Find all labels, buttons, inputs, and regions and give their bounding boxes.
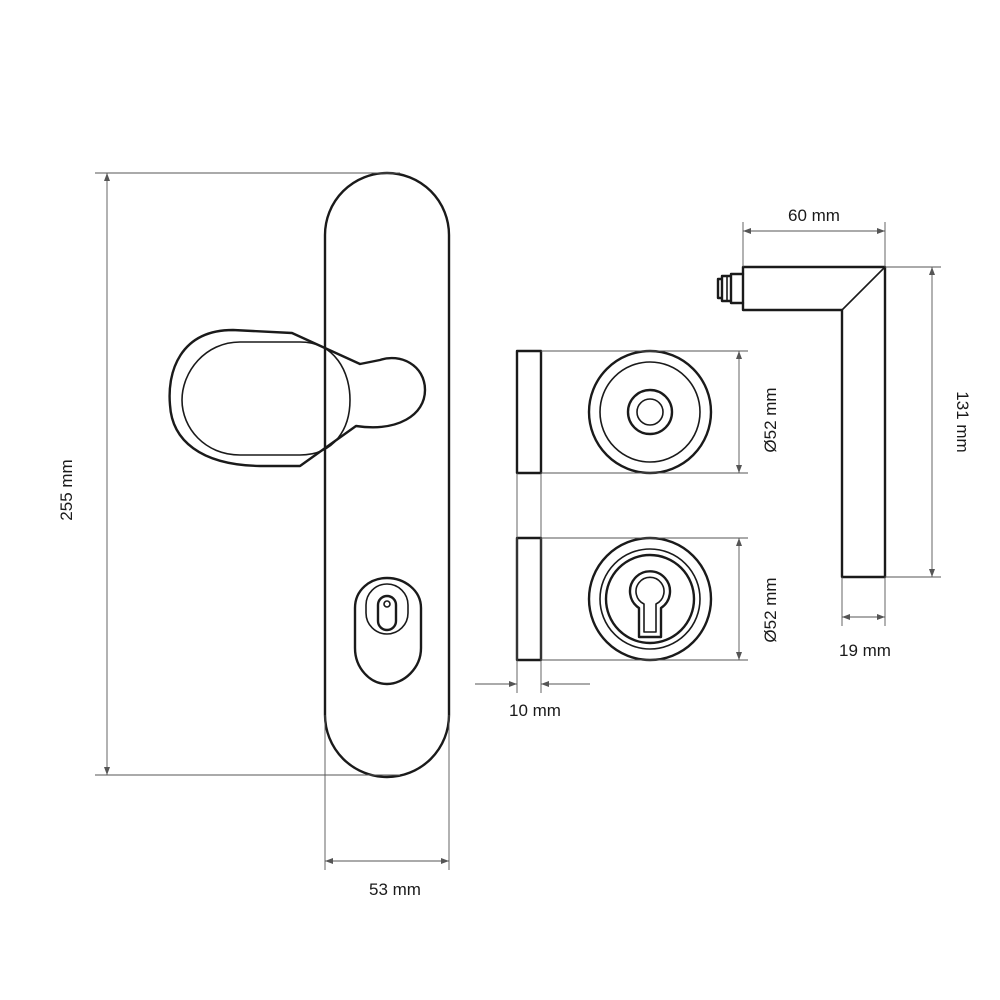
rose-top-diameter-label: Ø52 mm xyxy=(761,387,780,452)
rose-thickness-label: 10 mm xyxy=(509,701,561,720)
lever-handle xyxy=(716,265,887,579)
keyhole-slot xyxy=(376,594,398,632)
lever-height-dimension: 131 mm xyxy=(885,266,972,578)
lever-height-label: 131 mm xyxy=(953,391,972,452)
lever-spindle xyxy=(716,272,745,305)
rose-thickness-dimension: 10 mm xyxy=(475,473,590,720)
rose-bottom-side xyxy=(515,536,543,662)
rose-top-diameter-dimension: Ø52 mm xyxy=(541,350,780,474)
lever-width-label: 19 mm xyxy=(839,641,891,660)
rose-top-front xyxy=(587,349,713,475)
plate-height-label: 255 mm xyxy=(57,459,76,520)
keyhole-slot-dot xyxy=(383,600,391,608)
plate-width-label: 53 mm xyxy=(369,880,421,899)
plate-outline xyxy=(323,171,451,779)
lever-length-dimension: 60 mm xyxy=(742,206,886,267)
rose-side-profiles xyxy=(515,349,543,662)
euro-profile-cutout xyxy=(628,570,672,639)
plate-height-dimension: 255 mm xyxy=(57,172,400,776)
lever-length-label: 60 mm xyxy=(788,206,840,225)
lever-width-dimension: 19 mm xyxy=(839,577,891,660)
cylinder-cover-outer xyxy=(365,583,409,635)
rose-bottom-front xyxy=(587,536,713,662)
knob-inner-oval xyxy=(181,341,351,456)
knob-outline xyxy=(168,328,427,468)
rose-bottom-diameter-label: Ø52 mm xyxy=(761,577,780,642)
cylinder-escutcheon xyxy=(353,576,423,686)
rose-bottom-diameter-dimension: Ø52 mm xyxy=(541,537,780,661)
long-plate xyxy=(168,171,451,779)
plate-width-dimension: 53 mm xyxy=(324,715,450,899)
rose-top-side xyxy=(515,349,543,475)
